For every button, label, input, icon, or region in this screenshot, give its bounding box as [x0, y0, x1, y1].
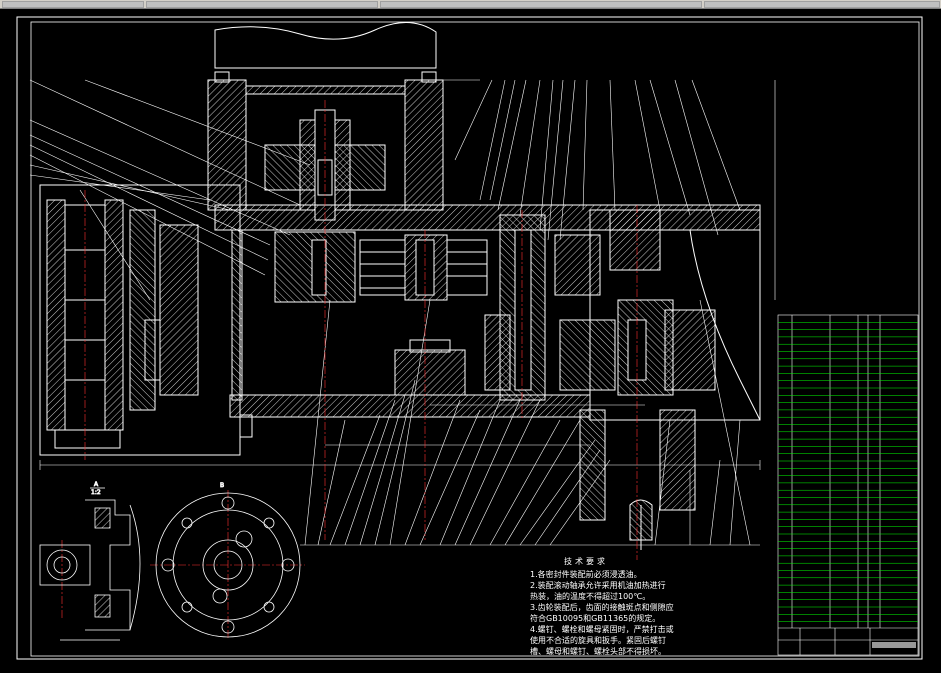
- left-column: [39, 184, 253, 456]
- requirement-line: 使用不合适的旋具和扳手。紧固后螺钉: [530, 636, 666, 645]
- requirement-line: 1.各密封件装配前必须浸透油。: [530, 570, 642, 579]
- section-A-scale: 1:2: [91, 489, 101, 496]
- section-view-A: A 1:2: [39, 481, 141, 641]
- title-block: [799, 628, 916, 655]
- main-housing: [214, 204, 761, 421]
- requirement-line: 2.装配滚动轴承允许采用机油加热进行: [530, 581, 666, 590]
- parts-list-table: [777, 314, 919, 656]
- section-A-label: A: [94, 481, 99, 488]
- requirement-line: 4.螺钉、螺栓和螺母紧固时，严禁打击或: [530, 625, 674, 634]
- cad-drawing-canvas[interactable]: A 1:2 B: [0, 8, 941, 673]
- requirement-line: 热装，油的温度不得超过100℃。: [530, 592, 651, 601]
- requirement-line: 符合GB10095和GB11365的规定。: [530, 614, 661, 623]
- technical-requirements-title: 技术要求: [564, 557, 608, 566]
- drawing-frame: [16, 16, 923, 660]
- tab-segment[interactable]: [704, 1, 940, 8]
- leader-lines-top: [438, 79, 776, 300]
- window-title-strip: [0, 0, 941, 9]
- leader-lines-bottom: [300, 299, 760, 546]
- upper-housing-break: [214, 21, 437, 69]
- tab-segment[interactable]: [380, 1, 702, 8]
- leader-lines-left: [29, 79, 311, 301]
- shaft-assemblies: [274, 209, 716, 550]
- tab-segment[interactable]: [2, 1, 144, 8]
- inner-frame: [30, 21, 920, 657]
- view-B-flange: B: [155, 482, 301, 638]
- requirement-line: 槽、螺母和螺钉、螺栓头部不得损坏。: [530, 647, 666, 656]
- requirement-line: 3.齿轮装配后，齿面的接触斑点和侧隙应: [530, 603, 674, 612]
- center-lines: [61, 100, 638, 640]
- view-B-label: B: [220, 482, 224, 489]
- parts-list-rows: [778, 322, 918, 622]
- tab-segment[interactable]: [146, 1, 378, 8]
